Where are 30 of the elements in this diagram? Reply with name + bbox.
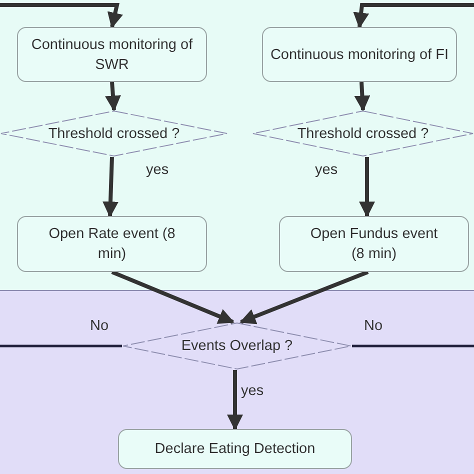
decision-diamond (252, 110, 474, 157)
process-box (262, 27, 457, 82)
process-box (118, 429, 352, 469)
arrow (240, 270, 369, 324)
node-text: Declare Eating Detection (154, 440, 316, 459)
node-text: Threshold crossed ? (48, 124, 180, 144)
edge-label: No (364, 317, 383, 336)
arrow (353, 3, 474, 29)
arrow (0, 3, 123, 29)
edge-label: yes (241, 382, 264, 401)
node-text: Open Fundus event (8 min) (309, 225, 439, 264)
node-text: Threshold crossed ? (297, 124, 429, 144)
process-box (17, 27, 207, 82)
process-box (279, 216, 469, 272)
arrow (102, 156, 118, 218)
edge-label: yes (146, 161, 169, 180)
arrow (359, 157, 375, 218)
edge-label: No (90, 317, 109, 336)
node-text: Events Overlap ? (181, 337, 293, 356)
node-text: Continuous monitoring of SWR (30, 36, 194, 74)
arrow (227, 370, 243, 431)
edge-label: yes (315, 161, 338, 180)
arrow (105, 82, 121, 112)
node-text: Open Rate event (8 min) (48, 225, 176, 264)
process-box (17, 216, 207, 272)
arrow (111, 270, 234, 324)
decision-diamond (0, 110, 228, 157)
node-text: Continuous monitoring of FI (270, 46, 449, 64)
arrow (354, 82, 370, 112)
decision-diamond (122, 322, 352, 370)
